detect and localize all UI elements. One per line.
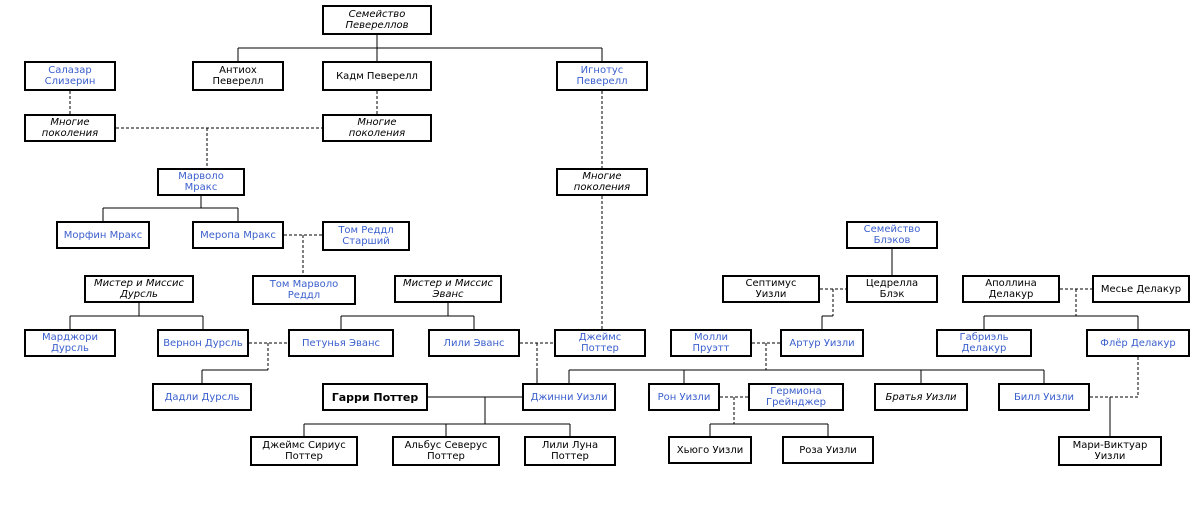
node-label[interactable]: Билл Уизли [1013, 391, 1075, 403]
node-label[interactable]: Артур Уизли [789, 337, 855, 349]
node-label: Септимус Уизли [745, 278, 797, 300]
node-ignotus-peverell[interactable]: Игнотус Певерелл [556, 61, 648, 91]
node-label[interactable]: Морфин Мракс [63, 229, 143, 241]
node-label[interactable]: Салазар Слизерин [44, 65, 96, 87]
node-label[interactable]: Рон Уизли [657, 391, 711, 403]
node-ron-weasley[interactable]: Рон Уизли [648, 383, 720, 411]
node-james-potter[interactable]: Джеймс Поттер [554, 329, 646, 357]
node-label: Цедрелла Блэк [865, 278, 919, 300]
node-many-generations-left: Многие поколения [24, 114, 116, 142]
node-ginny-weasley[interactable]: Джинни Уизли [522, 383, 616, 411]
node-label[interactable]: Меропа Мракс [200, 229, 276, 241]
node-albus-severus-potter: Альбус Северус Поттер [392, 436, 500, 466]
node-label[interactable]: Молли Пруэтт [692, 332, 730, 354]
node-lily-luna-potter: Лили Луна Поттер [524, 436, 616, 466]
node-label: Многие поколения [348, 117, 406, 139]
node-label[interactable]: Вернон Дурсль [163, 337, 243, 349]
node-cedrella-black: Цедрелла Блэк [846, 275, 938, 303]
node-label: Джеймс Сириус Поттер [262, 440, 346, 462]
node-harry-potter: Гарри Поттер [322, 383, 428, 411]
node-label: Месье Делакур [1100, 283, 1182, 295]
node-label[interactable]: Джинни Уизли [530, 391, 608, 403]
node-lily-evans[interactable]: Лили Эванс [428, 329, 520, 357]
node-morfin-gaunt[interactable]: Морфин Мракс [56, 221, 150, 249]
node-label[interactable]: Том Реддл Старший [338, 225, 394, 247]
node-label: Мари-Виктуар Уизли [1072, 440, 1148, 462]
node-label: Гарри Поттер [331, 390, 419, 404]
node-label[interactable]: Игнотус Певерелл [576, 65, 628, 87]
node-label[interactable]: Семейство Блэков [863, 224, 921, 246]
node-fleur-delacour[interactable]: Флёр Делакур [1086, 329, 1190, 357]
node-cadmus-peverell: Кадм Певерелл [322, 61, 432, 91]
node-label[interactable]: Дадли Дурсль [164, 391, 240, 403]
node-label: Мистер и Миссис Эванс [403, 278, 493, 300]
node-dursley-parents: Мистер и Миссис Дурсль [84, 275, 194, 303]
node-tom-marvolo-riddle[interactable]: Том Марволо Реддл [252, 275, 356, 305]
node-gabrielle-delacour[interactable]: Габриэль Делакур [936, 329, 1032, 357]
node-label[interactable]: Петунья Эванс [301, 337, 381, 349]
node-label: Многие поколения [573, 171, 631, 193]
node-label: Альбус Северус Поттер [404, 440, 488, 462]
node-label[interactable]: Лили Эванс [443, 337, 505, 349]
node-label[interactable]: Флёр Делакур [1100, 337, 1176, 349]
node-label: Антиох Певерелл [212, 65, 264, 87]
node-merope-gaunt[interactable]: Меропа Мракс [192, 221, 284, 249]
node-apolline-delacour: Аполлина Делакур [962, 275, 1060, 303]
node-label: Семейство Певереллов [345, 9, 409, 31]
node-molly-prewett[interactable]: Молли Пруэтт [670, 329, 752, 357]
node-label: Кадм Певерелл [336, 70, 418, 82]
node-antioch-peverell: Антиох Певерелл [192, 61, 284, 91]
node-bill-weasley[interactable]: Билл Уизли [998, 383, 1090, 411]
node-label[interactable]: Габриэль Делакур [959, 332, 1009, 354]
node-monsieur-delacour: Месье Делакур [1092, 275, 1190, 303]
node-label[interactable]: Марджори Дурсль [42, 332, 98, 354]
node-label: Аполлина Делакур [985, 278, 1037, 300]
node-label: Мистер и Миссис Дурсль [94, 278, 184, 300]
node-label: Многие поколения [41, 117, 99, 139]
node-label[interactable]: Гермиона Грейнджер [765, 386, 827, 408]
node-label[interactable]: Том Марволо Реддл [269, 279, 339, 301]
node-many-generations-middle: Многие поколения [322, 114, 432, 142]
node-label[interactable]: Марволо Мракс [178, 171, 224, 193]
node-many-generations-right: Многие поколения [556, 168, 648, 196]
node-label: Роза Уизли [799, 444, 857, 456]
node-peverell-family: Семейство Певереллов [322, 5, 432, 35]
node-label: Братья Уизли [885, 391, 957, 403]
node-label[interactable]: Джеймс Поттер [578, 332, 622, 354]
node-rose-weasley: Роза Уизли [782, 436, 874, 464]
node-marge-dursley[interactable]: Марджори Дурсль [24, 329, 116, 357]
node-weasley-brothers: Братья Уизли [874, 383, 968, 411]
node-hugo-weasley: Хьюго Уизли [668, 436, 752, 464]
node-arthur-weasley[interactable]: Артур Уизли [780, 329, 864, 357]
node-vernon-dursley[interactable]: Вернон Дурсль [157, 329, 249, 357]
node-label: Хьюго Уизли [676, 444, 744, 456]
node-tom-riddle-sr[interactable]: Том Реддл Старший [322, 221, 410, 251]
node-salazar-slytherin[interactable]: Салазар Слизерин [24, 61, 116, 91]
node-dudley-dursley[interactable]: Дадли Дурсль [152, 383, 252, 411]
node-hermione-granger[interactable]: Гермиона Грейнджер [748, 383, 844, 411]
node-james-sirius-potter: Джеймс Сириус Поттер [250, 436, 358, 466]
node-marvolo-gaunt[interactable]: Марволо Мракс [157, 168, 245, 196]
node-black-family[interactable]: Семейство Блэков [846, 221, 938, 249]
node-petunia-evans[interactable]: Петунья Эванс [288, 329, 394, 357]
node-evans-parents: Мистер и Миссис Эванс [394, 275, 502, 303]
node-septimus-weasley: Септимус Уизли [722, 275, 820, 303]
node-victoire-weasley: Мари-Виктуар Уизли [1058, 436, 1162, 466]
node-label: Лили Луна Поттер [541, 440, 599, 462]
